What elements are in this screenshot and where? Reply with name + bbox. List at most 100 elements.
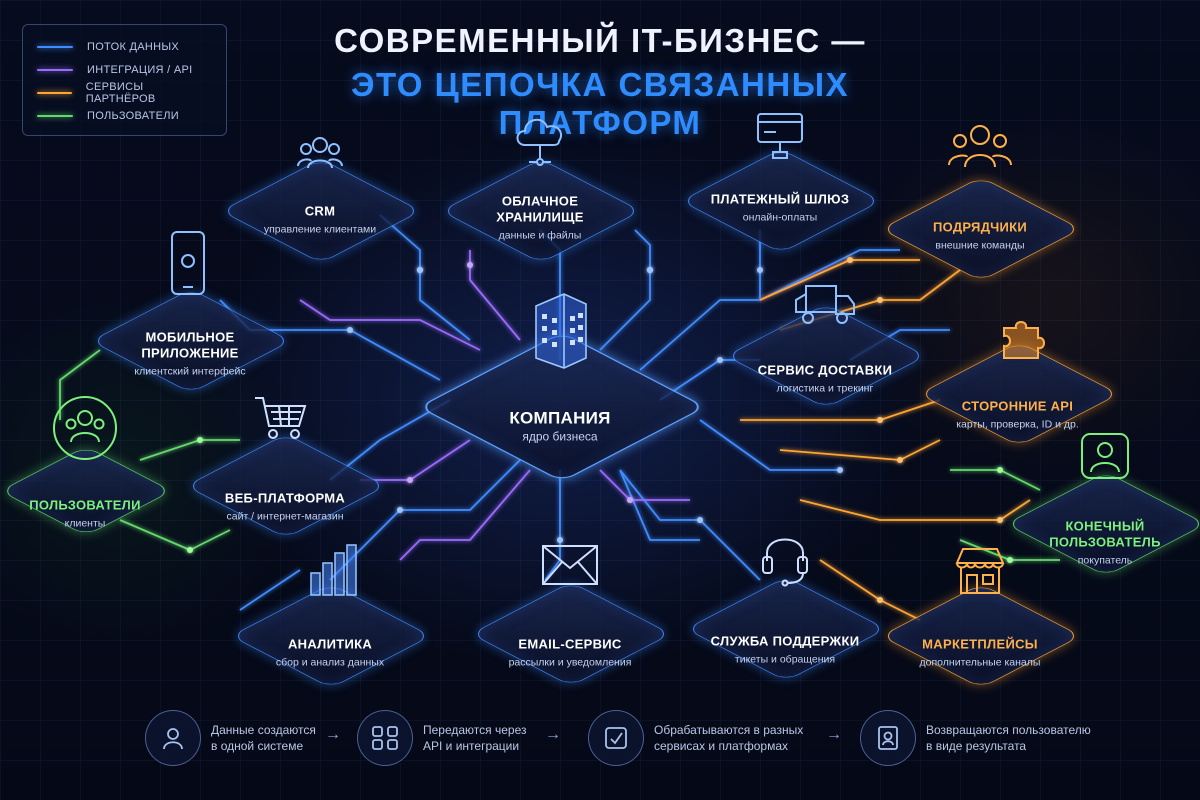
connection-dots [187,257,1013,603]
legend-label: СЕРВИСЫ ПАРТНЁРОВ [85,80,156,105]
node-subtitle: управление клиентами [263,223,377,236]
bar-chart-icon [310,544,357,596]
smartphone-icon [171,231,205,295]
legend-label: ПОТОК ДАННЫХ [87,40,180,53]
node-subtitle: онлайн-оплаты [742,211,818,224]
process-step-1: Данные создаются в одной системе [145,702,331,774]
process-step-text: Данные создаются [211,723,316,737]
node-delivery-service[interactable]: СЕРВИС ДОСТАВКИ логистика и трекинг [725,285,927,420]
node-payment-gateway[interactable]: ПЛАТЕЖНЫЙ ШЛЮЗ онлайн-оплаты [680,113,882,260]
node-subtitle: логистика и трекинг [776,382,874,395]
node-analytics[interactable]: АНАЛИТИКА сбор и анализ данных [230,544,432,695]
storefront-icon [955,548,1005,594]
node-subtitle: рассылки и уведомления [508,656,632,668]
arrow-right-icon: → [545,726,561,743]
page-title: СОВРЕМЕННЫЙ IT-БИЗНЕС — ЭТО ЦЕПОЧКА СВЯЗ… [250,22,950,142]
node-subtitle: карты, проверка, ID и др. [956,418,1079,430]
legend-item: ПОТОК ДАННЫХ [37,35,212,58]
node-company[interactable]: КОМПАНИЯ ядро бизнеса [417,293,707,490]
legend-swatch-orange [37,91,72,94]
node-title: ПОЛЬЗОВАТЕЛИ [29,497,141,513]
node-users[interactable]: ПОЛЬЗОВАТЕЛИ клиенты [0,396,173,550]
node-subtitle: внешние команды [935,239,1025,251]
node-end-user[interactable]: КОНЕЧНЫЙ ПОЛЬЗОВАТЕЛЬ покупатель [1005,433,1200,585]
title-line-1: СОВРЕМЕННЫЙ IT-БИЗНЕС — [334,22,866,59]
process-step-text: Обрабатываются в разных [654,723,804,737]
node-title: СТОРОННИЕ API [961,398,1074,413]
node-title: ПРИЛОЖЕНИЕ [141,345,239,361]
users-circle-icon [53,396,117,460]
node-title: СЛУЖБА ПОДДЕРЖКИ [710,633,860,648]
node-subtitle: тикеты и обращения [734,653,836,665]
node-web-platform[interactable]: ВЕБ-ПЛАТФОРМА сайт / интернет-магазин [185,397,387,550]
process-step-text: Передаются через [423,723,527,737]
process-step-2: Передаются через API и интеграции [357,702,543,774]
node-title: ОБЛАЧНОЕ [501,193,579,209]
team-icon [948,125,1012,168]
process-step-text: сервисах и платформах [654,739,789,753]
integration-icon [357,710,413,766]
node-title: ПЛАТЕЖНЫЙ ШЛЮЗ [710,191,850,207]
legend-item: СЕРВИСЫ ПАРТНЁРОВ [37,80,212,105]
process-step-text: в одной системе [211,739,304,753]
legend: ПОТОК ДАННЫХ ИНТЕГРАЦИЯ / API СЕРВИСЫ ПА… [22,24,227,136]
legend-item: ИНТЕГРАЦИЯ / API [37,58,212,81]
legend-swatch-blue [37,45,73,48]
node-subtitle: данные и файлы [498,229,582,242]
arrow-right-icon: → [826,726,842,743]
office-building-icon [535,293,587,369]
node-title: ВЕБ-ПЛАТФОРМА [224,490,346,506]
node-mobile-app[interactable]: МОБИЛЬНОЕ ПРИЛОЖЕНИЕ клиентский интерфей… [90,231,292,405]
user-profile-icon [1081,433,1129,479]
arrow-right-icon: → [325,726,341,743]
legend-swatch-purple [37,68,73,71]
puzzle-icon [1003,321,1045,359]
node-subtitle: ядро бизнеса [522,429,598,444]
processing-icon [588,710,644,766]
node-crm[interactable]: CRM управление клиентами [220,137,422,270]
process-step-text: API и интеграции [423,739,520,753]
legend-swatch-green [37,114,73,117]
delivery-truck-icon [795,285,855,324]
node-marketplaces[interactable]: МАРКЕТПЛЕЙСЫ дополнительные каналы [880,548,1082,695]
user-icon [145,710,201,766]
node-subtitle: сайт / интернет-магазин [226,510,344,523]
node-title: МАРКЕТПЛЕЙСЫ [922,636,1038,652]
node-title: CRM [304,203,336,219]
integration-lines [299,250,690,561]
process-step-text: Возвращаются пользователю [926,723,1091,737]
node-title: ХРАНИЛИЩЕ [496,209,584,225]
users-group-icon [297,137,343,169]
legend-label: ПОЛЬЗОВАТЕЛИ [87,109,179,122]
payment-terminal-icon [757,113,803,159]
headset-icon [762,538,808,587]
envelope-icon [542,545,598,585]
node-third-party-api[interactable]: СТОРОННИЕ API карты, проверка, ID и др. [918,321,1119,455]
node-title: ПОДРЯДЧИКИ [932,219,1028,234]
node-title: EMAIL-СЕРВИС [518,636,622,651]
node-title: КОМПАНИЯ [509,408,611,428]
node-title: АНАЛИТИКА [287,636,373,652]
node-support-service[interactable]: СЛУЖБА ПОДДЕРЖКИ тикеты и обращения [685,538,887,690]
shopping-cart-icon [255,397,307,439]
cloud-icon [516,118,563,166]
node-title: КОНЕЧНЫЙ [1065,518,1145,533]
node-tile [470,581,672,686]
process-step-3: Обрабатываются в разных сервисах и платф… [588,702,804,774]
title-line-2: ЭТО ЦЕПОЧКА СВЯЗАННЫХ ПЛАТФОРМ [350,66,850,141]
node-title: МОБИЛЬНОЕ [145,329,235,345]
legend-item: ПОЛЬЗОВАТЕЛИ [37,104,212,127]
node-email-service[interactable]: EMAIL-СЕРВИС рассылки и уведомления [470,545,672,695]
process-step-4: Возвращаются пользователю в виде результ… [860,702,1096,774]
node-subtitle: клиенты [64,517,106,530]
node-subtitle: сбор и анализ данных [275,656,385,669]
node-title: СЕРВИС ДОСТАВКИ [757,362,893,378]
node-title: ПОЛЬЗОВАТЕЛЬ [1049,534,1161,549]
node-subtitle: клиентский интерфейс [134,365,246,378]
legend-label: ИНТЕГРАЦИЯ / API [87,63,193,76]
process-step-text: в виде результата [926,739,1027,753]
node-subtitle: дополнительные каналы [919,656,1041,669]
node-cloud-storage[interactable]: ОБЛАЧНОЕ ХРАНИЛИЩЕ данные и файлы [440,118,642,275]
node-subtitle: покупатель [1077,554,1133,566]
node-contractors[interactable]: ПОДРЯДЧИКИ внешние команды [880,125,1082,290]
